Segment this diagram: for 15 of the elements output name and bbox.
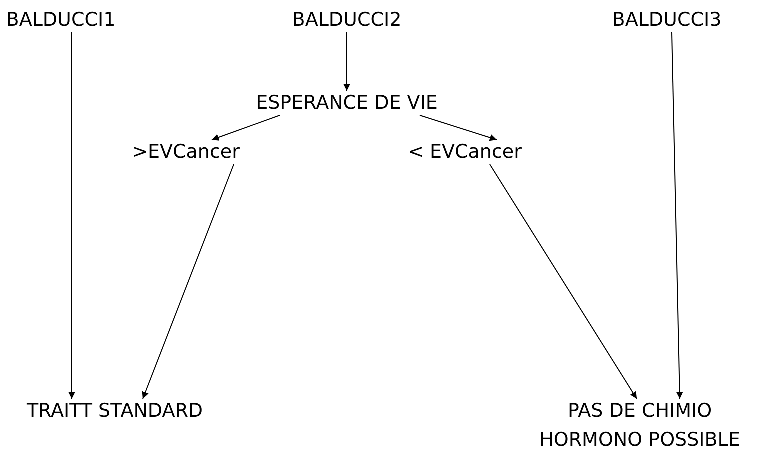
node-label: >EVCancer <box>132 138 240 166</box>
node-label: BALDUCCI3 <box>612 6 722 34</box>
arrow <box>420 115 498 142</box>
arrow <box>490 164 638 400</box>
node-label: TRAITT STANDARD <box>26 397 204 426</box>
node-label: BALDUCCI2 <box>292 6 402 34</box>
arrow <box>68 32 76 400</box>
node-label: PAS DE CHIMIO HORMONO POSSIBLE <box>515 397 757 454</box>
arrow <box>344 32 350 92</box>
node-label: BALDUCCI1 <box>6 6 116 34</box>
arrow <box>212 115 280 141</box>
node-label: ESPERANCE DE VIE <box>256 89 438 118</box>
arrow <box>142 164 234 400</box>
node-label: < EVCancer <box>408 138 522 166</box>
arrow <box>672 32 684 400</box>
